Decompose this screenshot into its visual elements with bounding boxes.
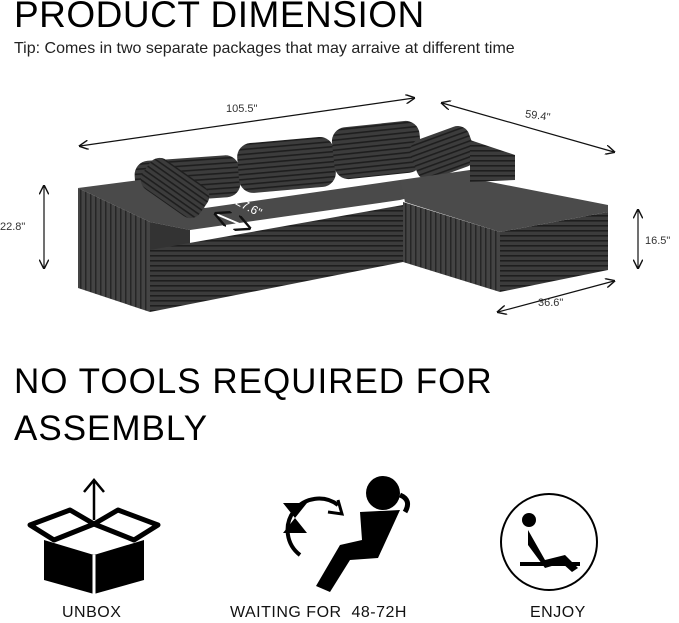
step-label-unbox: UNBOX (62, 604, 122, 621)
dimension-length: 105.5" (226, 103, 258, 115)
assembly-heading: NO TOOLS REQUIRED FOR ASSEMBLY (14, 362, 493, 448)
dimension-height: 22.8" (0, 221, 26, 233)
dimension-chaise-height: 16.5" (645, 235, 671, 247)
open-box-icon (27, 478, 161, 594)
hourglass-relax-icon (283, 476, 411, 592)
sofa-image (78, 120, 608, 312)
dimension-chaise-width: 36.6" (538, 297, 564, 309)
page-title: PRODUCT DIMENSION (14, 0, 425, 35)
tip-text: Tip: Comes in two separate packages that… (14, 40, 515, 57)
person-sitting-icon (500, 493, 598, 591)
step-label-enjoy: ENJOY (530, 604, 586, 621)
step-label-waiting: WAITING FOR 48-72H (230, 604, 407, 621)
dimension-lines (44, 98, 638, 312)
